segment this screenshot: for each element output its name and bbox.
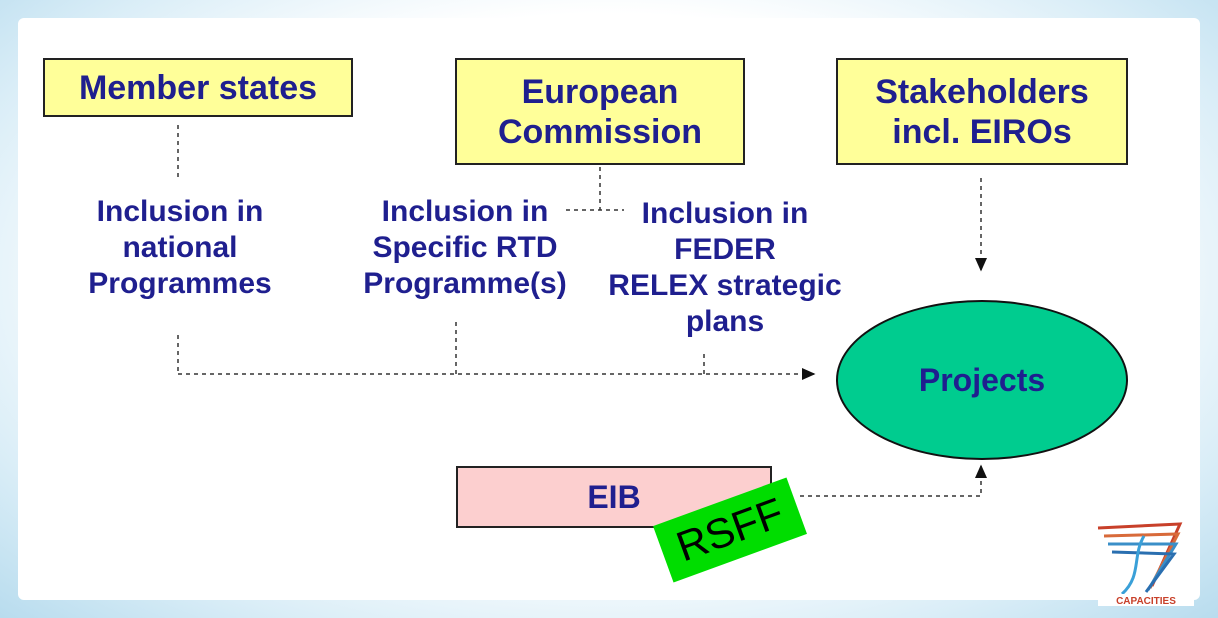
european-commission-box: European Commission [455, 58, 745, 165]
logo-capacities-text: CAPACITIES [1116, 596, 1176, 607]
projects-ellipse: Projects [836, 300, 1128, 460]
eib-box: EIB [456, 466, 772, 528]
label-national-programmes: Inclusion in national Programmes [88, 195, 272, 300]
fp7-logo-icon: CAPACITIES [1097, 522, 1194, 607]
stakeholders-box: Stakeholders incl. EIROs [836, 58, 1128, 165]
label-feder-relex: Inclusion in FEDER RELEX strategic plans [608, 197, 842, 338]
member-states-box: Member states [43, 58, 353, 117]
label-specific-rtd: Inclusion in Specific RTD Programme(s) [363, 195, 567, 300]
projects-label: Projects [918, 361, 1046, 398]
connector-rsff-to-projects [800, 464, 987, 497]
